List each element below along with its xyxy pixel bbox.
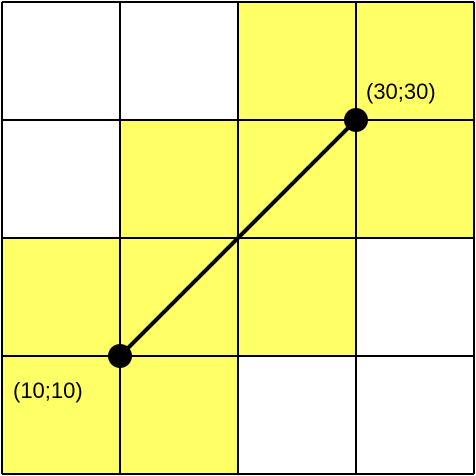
grid-cell-r0-c2 bbox=[238, 2, 356, 120]
point-end-label: (30;30) bbox=[366, 79, 436, 104]
grid-cell-r2-c0 bbox=[2, 238, 120, 356]
grid-cell-r2-c2 bbox=[238, 238, 356, 356]
grid-cell-r2-c3 bbox=[356, 238, 474, 356]
grid-cell-r1-c0 bbox=[2, 120, 120, 238]
grid-cell-r3-c1 bbox=[120, 356, 238, 474]
grid-cell-r0-c1 bbox=[120, 2, 238, 120]
grid-cell-r1-c3 bbox=[356, 120, 474, 238]
point-end bbox=[344, 108, 368, 132]
point-start-label: (10;10) bbox=[13, 378, 83, 403]
grid-cell-r0-c3 bbox=[356, 2, 474, 120]
grid-cell-r0-c0 bbox=[2, 2, 120, 120]
grid-cell-r1-c1 bbox=[120, 120, 238, 238]
point-start bbox=[108, 344, 132, 368]
grid-cell-r3-c0 bbox=[2, 356, 120, 474]
grid-cell-r3-c2 bbox=[238, 356, 356, 474]
grid-cell-r3-c3 bbox=[356, 356, 474, 474]
segment-line bbox=[118, 118, 358, 358]
